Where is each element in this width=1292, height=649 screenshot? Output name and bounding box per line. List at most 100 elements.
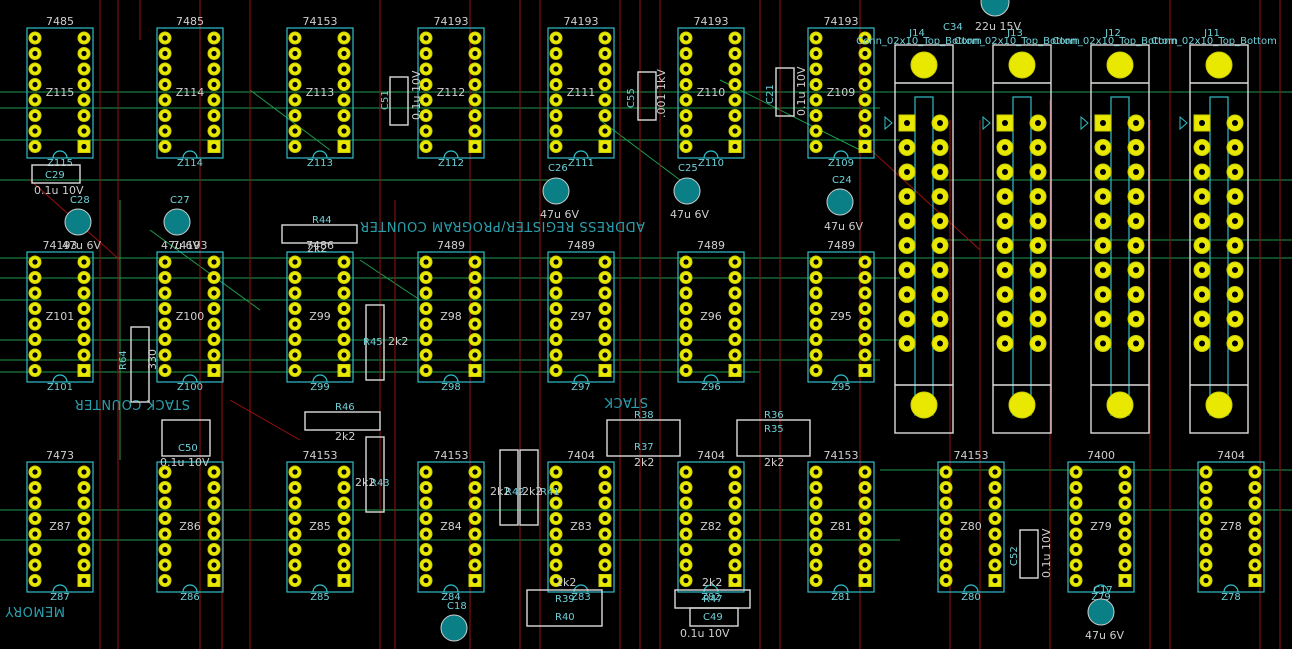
connector-drill bbox=[1232, 218, 1238, 224]
capacitor-c27[interactable] bbox=[163, 208, 191, 236]
ic-drill bbox=[862, 128, 868, 134]
ic-drill bbox=[162, 97, 168, 103]
ic-drill bbox=[211, 367, 217, 374]
ic-ref-fab: Z87 bbox=[50, 592, 70, 603]
ic-drill bbox=[162, 305, 168, 312]
ic-drill bbox=[32, 50, 38, 57]
resistor-footprints[interactable]: R44 2k2 R45 2k2 R46 2k2 R43 2k2 R42 2k2 … bbox=[118, 215, 811, 627]
resistor-r45-value: 2k2 bbox=[388, 335, 408, 348]
resistor-r46[interactable] bbox=[304, 411, 381, 431]
ic-drill bbox=[683, 305, 689, 312]
capacitor-c18[interactable] bbox=[440, 614, 468, 642]
capacitor-c51[interactable] bbox=[389, 76, 409, 126]
ic-drill bbox=[992, 531, 998, 537]
ic-outline bbox=[547, 461, 615, 593]
ic-drill bbox=[292, 515, 298, 522]
capacitor-footprints[interactable]: C29 0.1u 10V C28 47u 6V C27 47u 6V C26 4… bbox=[31, 0, 1124, 642]
connector-footprints[interactable]: J14Conn_02x10_Top_BottomJ13Conn_02x10_To… bbox=[856, 28, 1277, 434]
capacitor-c17[interactable] bbox=[1087, 598, 1115, 626]
resistor-r37-ref: R37 bbox=[634, 442, 654, 453]
ic-drill bbox=[813, 143, 819, 150]
resistor-r44[interactable] bbox=[281, 224, 358, 244]
capacitor-c49[interactable] bbox=[689, 607, 739, 627]
capacitor-c55[interactable] bbox=[637, 71, 657, 121]
ic-drill bbox=[162, 352, 168, 358]
ic-drill bbox=[292, 128, 298, 134]
ic-drill bbox=[162, 35, 168, 41]
resistor-r41[interactable] bbox=[519, 449, 539, 526]
capacitor-c50[interactable] bbox=[161, 419, 211, 457]
ic-drill bbox=[32, 367, 38, 374]
resistor-r43[interactable] bbox=[365, 436, 385, 513]
ic-notch bbox=[182, 374, 198, 383]
capacitor-c29[interactable] bbox=[31, 164, 81, 184]
resistor-r39-r40[interactable] bbox=[526, 589, 603, 627]
capacitor-c26[interactable] bbox=[542, 177, 570, 205]
ic-drill bbox=[553, 577, 559, 584]
ic-drill bbox=[341, 274, 347, 281]
capacitor-c25[interactable] bbox=[673, 177, 701, 205]
connector-drill bbox=[1199, 120, 1205, 126]
capacitor-c34[interactable] bbox=[980, 0, 1010, 17]
ic-drill bbox=[423, 50, 429, 57]
capacitor-c28[interactable] bbox=[64, 208, 92, 236]
ic-drill bbox=[683, 143, 689, 150]
ic-drill bbox=[211, 259, 217, 265]
capacitor-c24[interactable] bbox=[826, 188, 854, 216]
connector-drill bbox=[1133, 218, 1139, 224]
ic-value: 74193 bbox=[43, 239, 78, 252]
capacitor-c52[interactable] bbox=[1019, 529, 1039, 579]
ic-drill bbox=[862, 577, 868, 584]
ic-drill bbox=[732, 81, 738, 88]
ic-notch bbox=[52, 584, 68, 593]
capacitor-c28-ref: C28 bbox=[70, 195, 90, 206]
ic-drill bbox=[602, 128, 608, 134]
resistor-r45[interactable] bbox=[365, 304, 385, 381]
capacitor-c21[interactable] bbox=[775, 67, 795, 117]
ic-notch bbox=[443, 150, 459, 159]
ic-notch bbox=[52, 374, 68, 383]
resistor-r36-r35[interactable] bbox=[736, 419, 811, 457]
connector-outline bbox=[1090, 44, 1150, 434]
ic-drill bbox=[81, 562, 87, 568]
ic-notch bbox=[1093, 584, 1109, 593]
section-label-stack: STACK bbox=[604, 394, 648, 409]
ic-drill bbox=[813, 274, 819, 281]
ic-drill bbox=[683, 274, 689, 281]
resistor-r42[interactable] bbox=[499, 449, 519, 526]
ic-drill bbox=[211, 143, 217, 150]
resistor-r64[interactable] bbox=[130, 326, 150, 403]
resistor-r38-r37[interactable] bbox=[606, 419, 681, 457]
capacitor-c27-value: 47u 6V bbox=[161, 239, 200, 252]
